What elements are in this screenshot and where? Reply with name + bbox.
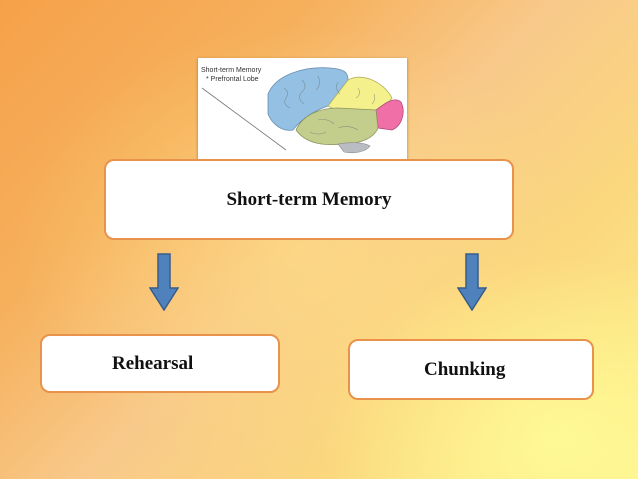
prefrontal-lobe: [375, 99, 404, 131]
node-chunking: Chunking: [348, 339, 594, 400]
brain-caption-sub: * Prefrontal Lobe: [206, 76, 259, 83]
node-short-term-memory: Short-term Memory: [104, 159, 514, 240]
brain-illustration: Short-term Memory * Prefrontal Lobe: [201, 67, 404, 154]
temporal-lobe: [295, 107, 379, 146]
node-chunking-label: Chunking: [424, 358, 506, 380]
node-rehearsal: Rehearsal: [40, 334, 280, 393]
leader-line: [201, 87, 287, 151]
arrow-down-left: [149, 253, 179, 311]
brain-folds: [283, 75, 375, 135]
brain-caption-title: Short-term Memory: [201, 67, 262, 74]
node-rehearsal-label: Rehearsal: [112, 352, 194, 374]
brain-image: Short-term Memory * Prefrontal Lobe: [198, 58, 407, 166]
node-short-term-memory-label: Short-term Memory: [226, 188, 392, 210]
cerebellum: [337, 142, 371, 154]
arrow-down-right: [457, 253, 487, 311]
